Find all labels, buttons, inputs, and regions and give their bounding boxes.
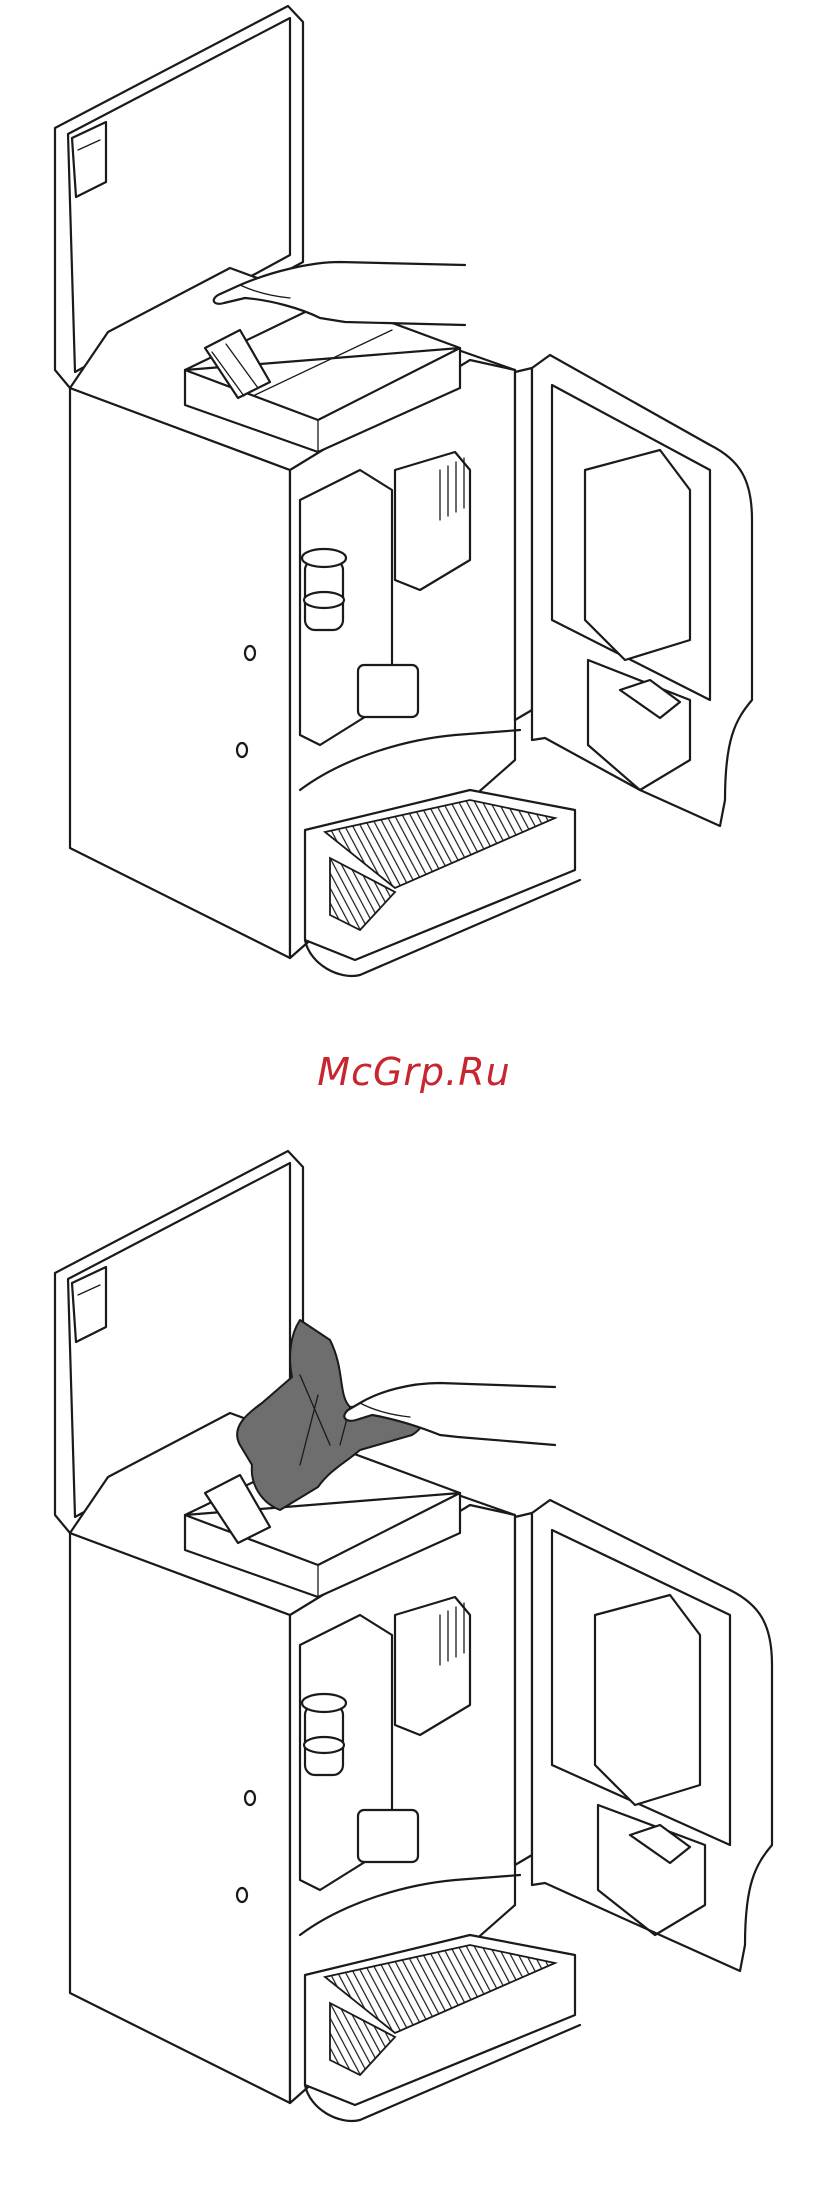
figure-top — [0, 0, 828, 1000]
figure-bottom — [0, 1145, 828, 2145]
open-door — [515, 1500, 772, 1971]
watermark-text: McGrp.Ru — [0, 1050, 828, 1094]
open-door — [515, 355, 752, 826]
